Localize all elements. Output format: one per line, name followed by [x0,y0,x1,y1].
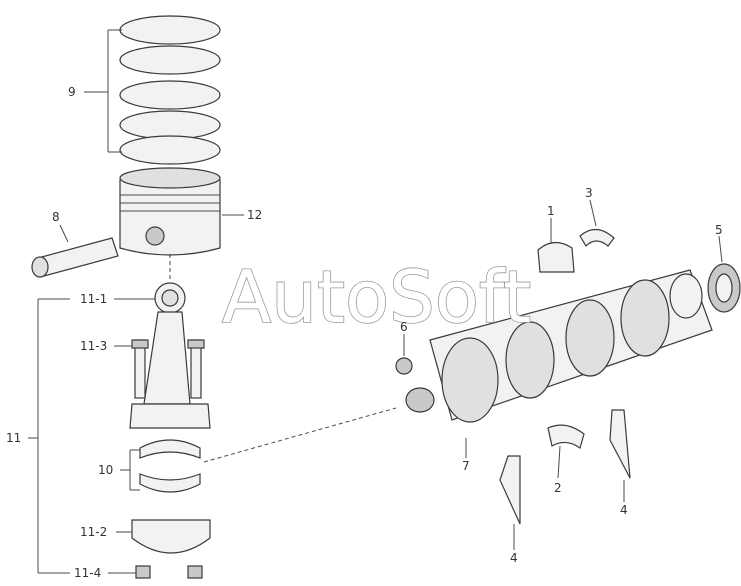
connecting-rod-cap [131,519,211,554]
piston-rings [119,15,221,165]
main-bearing-upper [537,241,575,273]
callout-6: 6 [400,320,408,334]
crankshaft [405,269,713,423]
piston-ring-2 [119,45,221,75]
thrust-washer-lower-left [499,455,521,525]
connecting-rod-bolts [131,339,205,399]
leader-lines [28,29,723,574]
pilot-bearing [395,357,413,375]
callout-11-2: 11-2 [80,525,107,539]
rear-oil-seal [707,263,741,313]
piston [119,167,221,256]
piston-ring-4 [119,110,221,140]
callout-11: 11 [6,431,21,445]
piston-ring-1 [119,15,221,45]
callout-9: 9 [68,85,76,99]
callout-4-right: 4 [620,503,628,517]
piston-pin [31,237,119,278]
rod-bearing-shells [139,439,201,493]
piston-ring-5 [119,135,221,165]
callout-11-3: 11-3 [80,339,107,353]
callout-labels: 9 12 8 11 11-1 11-3 10 11-2 11-4 1 3 5 6… [6,85,723,580]
connecting-rod [129,282,211,429]
rod-cap-nuts [135,565,203,579]
callout-10: 10 [98,463,113,477]
callout-4-left: 4 [510,551,518,565]
callout-8: 8 [52,210,60,224]
callout-1: 1 [547,204,555,218]
thrust-washer-upper [579,228,615,247]
callout-11-1: 11-1 [80,292,107,306]
main-bearing-lower [547,424,585,449]
thrust-washer-lower-right [609,409,631,479]
callout-2: 2 [554,481,562,495]
callout-11-4: 11-4 [74,566,101,580]
callout-12: 12 [247,208,262,222]
callout-7: 7 [462,459,470,473]
callout-5: 5 [715,223,723,237]
watermark: AutoSoft [222,255,531,339]
callout-3: 3 [585,186,593,200]
piston-ring-3 [119,80,221,110]
